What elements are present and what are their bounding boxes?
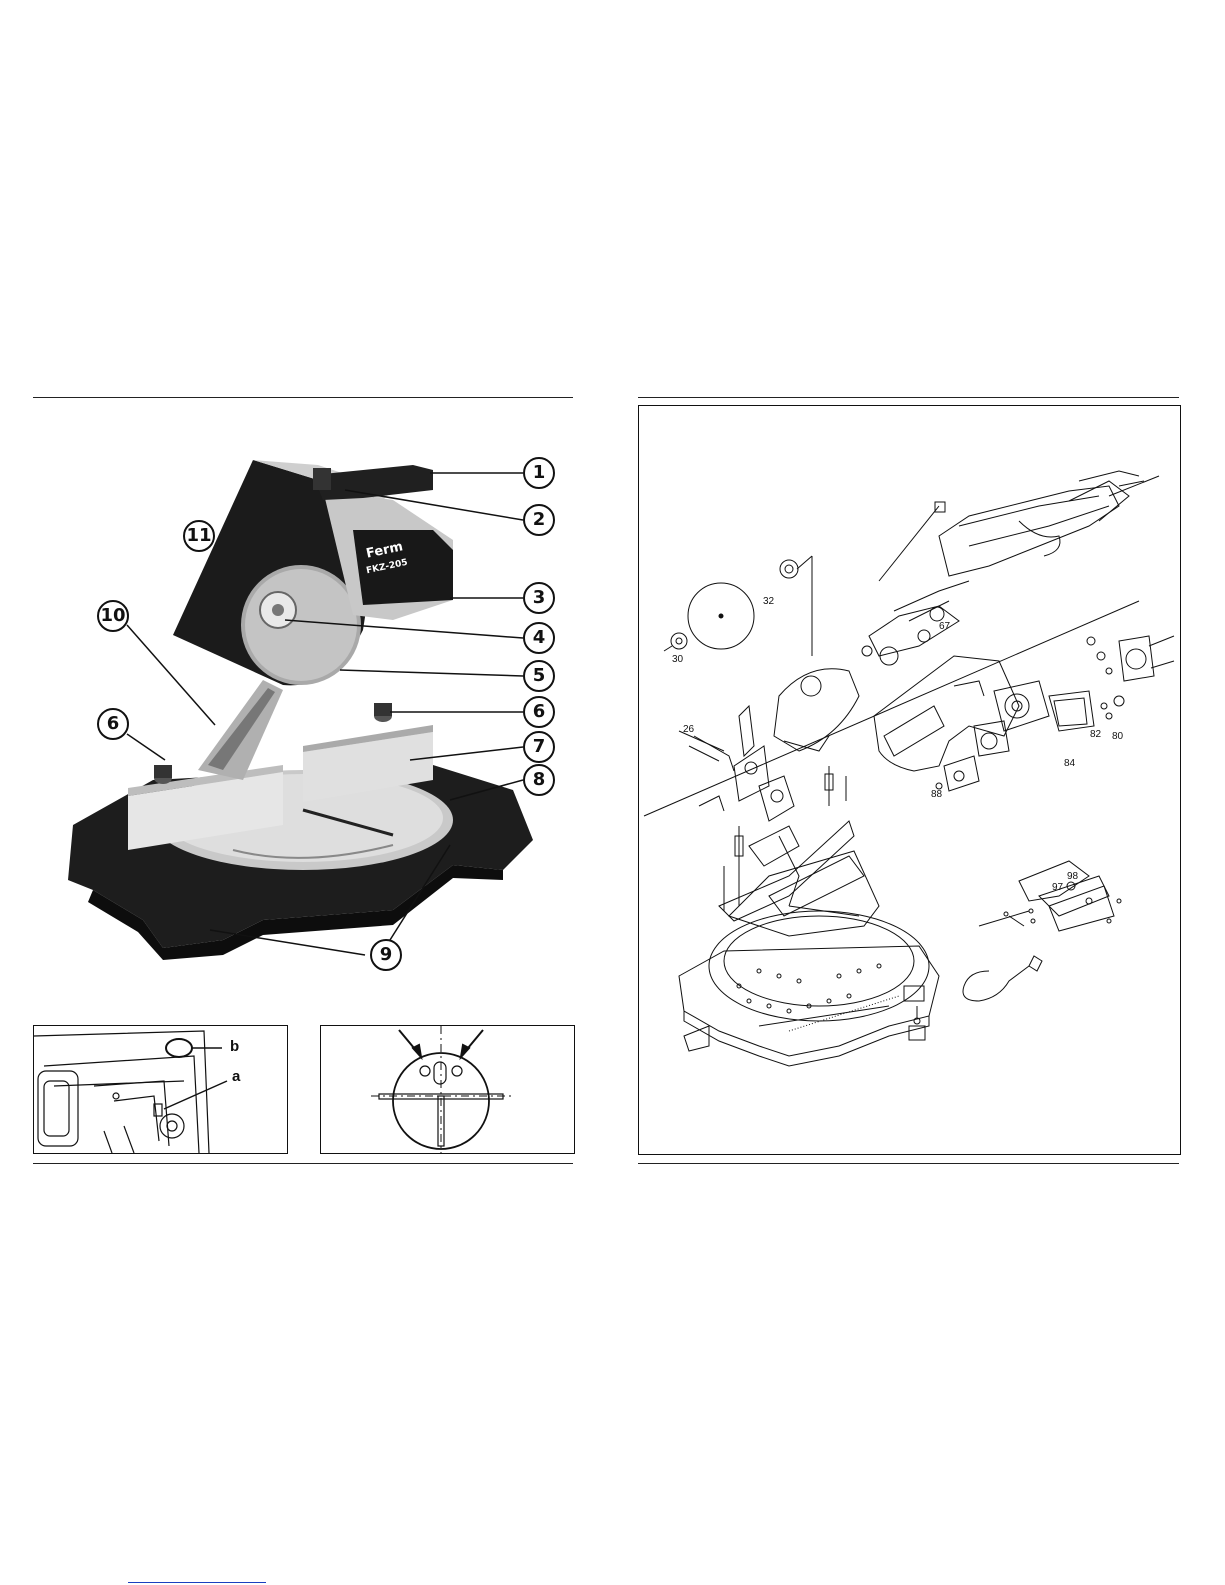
callout-9: 9	[370, 939, 402, 971]
callout-3: 3	[523, 582, 555, 614]
exploded-view-box: 32 30 67 26 82 80 84 88 98 97	[638, 405, 1181, 1155]
callout-4: 4	[523, 622, 555, 654]
saw-photo-illustration	[33, 420, 573, 980]
blade-centering-diagram	[321, 1026, 574, 1153]
exploded-view-drawing	[639, 406, 1180, 1154]
part-number-32: 32	[763, 596, 774, 607]
saw-photo: Ferm FKZ-205	[33, 420, 573, 980]
callout-2: 2	[523, 504, 555, 536]
top-rule-right	[638, 397, 1179, 398]
part-number-84: 84	[1064, 758, 1075, 769]
top-rule-left	[33, 397, 573, 398]
detail-box-left: b a	[33, 1025, 288, 1154]
callout-1: 1	[523, 457, 555, 489]
callout-8: 8	[523, 764, 555, 796]
part-number-30: 30	[672, 654, 683, 665]
callout-6-left: 6	[97, 708, 129, 740]
part-number-80: 80	[1112, 731, 1123, 742]
callout-7: 7	[523, 731, 555, 763]
footer-link-underline[interactable]	[128, 1582, 266, 1583]
part-number-26: 26	[683, 724, 694, 735]
callout-6-right: 6	[523, 696, 555, 728]
label-b: b	[230, 1038, 239, 1055]
part-number-98: 98	[1067, 871, 1078, 882]
detail-box-center	[320, 1025, 575, 1154]
callout-11: 11	[183, 520, 215, 552]
part-number-88: 88	[931, 789, 942, 800]
bottom-rule-right	[638, 1163, 1179, 1164]
callout-5: 5	[523, 660, 555, 692]
part-number-67: 67	[939, 621, 950, 632]
detail-left-drawing	[34, 1026, 287, 1153]
part-number-97: 97	[1052, 882, 1063, 893]
part-number-82: 82	[1090, 729, 1101, 740]
bottom-rule-left	[33, 1163, 573, 1164]
label-a: a	[232, 1068, 240, 1085]
callout-10: 10	[97, 600, 129, 632]
